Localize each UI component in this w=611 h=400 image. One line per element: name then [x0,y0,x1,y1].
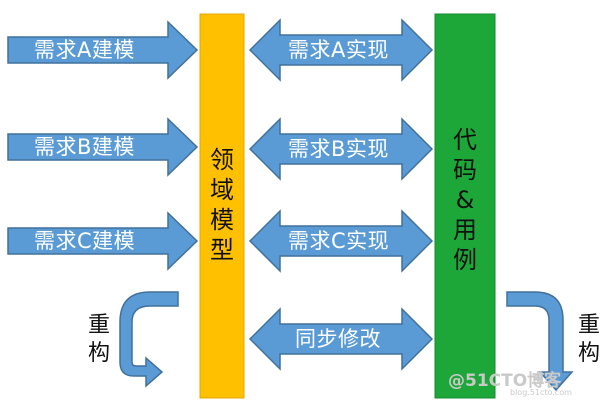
mid-arrow-b-label: 需求B实现 [288,137,389,161]
domain-model-char: 模 [210,206,234,234]
refactor-right-label: 重 构 [578,312,600,367]
code-cases-bar [434,13,496,399]
mid-arrow-sync-label: 同步修改 [295,327,381,351]
code-cases-char: 例 [453,246,477,274]
left-arrow-b-label: 需求B建模 [34,135,135,159]
watermark: @51CTO博客 [448,371,562,391]
code-cases-label: 代 码 & 用 例 [435,120,495,280]
code-cases-char: 码 [453,156,477,184]
refactor-left-label: 重 构 [88,312,110,367]
left-arrow-a [7,20,199,80]
code-cases-char: & [455,186,475,214]
refactor-left-char: 构 [88,340,111,366]
left-arrow-c [7,211,199,271]
mid-arrow-a-label: 需求A实现 [288,38,389,62]
left-arrow-a-label: 需求A建模 [34,38,135,62]
refactor-left-curved-arrow-icon [119,291,179,388]
refactor-right-char: 重 [578,313,601,338]
refactor-left-char: 重 [88,313,111,338]
domain-model-char: 领 [210,146,234,174]
mid-arrow-b [248,117,434,181]
refactor-right-curved-arrow-icon [506,291,574,392]
refactor-right-char: 构 [578,340,601,366]
mid-arrow-a [248,18,434,82]
mid-arrow-sync [248,307,434,371]
mid-arrow-c-label: 需求C实现 [288,229,390,253]
left-arrow-b [7,117,199,177]
watermark-sub: blog.51cto.com [510,388,572,397]
left-arrow-c-label: 需求C建模 [34,229,136,253]
code-cases-char: 代 [453,126,477,154]
domain-model-bar [199,13,245,399]
domain-model-char: 型 [210,236,234,264]
code-cases-char: 用 [453,216,477,244]
domain-model-char: 域 [210,176,234,204]
mid-arrow-c [248,209,434,273]
domain-model-label: 领 域 模 型 [200,140,244,270]
